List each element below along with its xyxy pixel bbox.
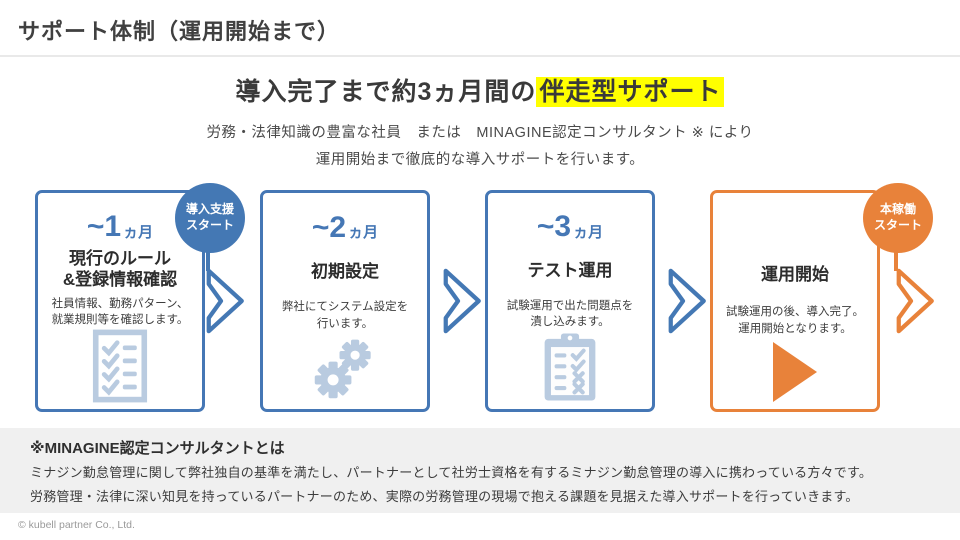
page-title: サポート体制（運用開始まで） [18,19,341,44]
step4-title: 運用開始 [761,265,829,285]
hero-subtitle-line1: 労務・法律知識の豊富な社員 または MINAGINE認定コンサルタント ※ によ… [206,125,754,141]
footnote-heading: ※MINAGINE認定コンサルタントとは [30,440,285,457]
step1-month-unit: ヵ月 [123,223,154,241]
start-badge-production: 本稼働 スタート [863,183,933,253]
step1-month: ~1 ヵ月 [87,207,153,247]
arrow-right-icon [443,268,481,334]
start-badge-support: 導入支援 スタート [175,183,245,253]
step3-month: ~3 ヵ月 [537,207,603,248]
copyright-text: © kubell partner Co., Ltd. [18,519,135,531]
checklist-icon [92,329,148,409]
step1-description: 社員情報、勤務パターン、 就業規則等を確認します。 [51,297,189,327]
step3-month-unit: ヵ月 [573,223,604,241]
step3-title: テスト運用 [527,260,613,280]
hero-heading: 導入完了まで約3ヵ月間の伴走型サポート [0,72,960,108]
gears-icon [312,333,378,409]
step-box-4: 運用開始 試験運用の後、導入完了。 運用開始となります。 [710,190,880,412]
arrow-right-orange-icon [896,268,934,334]
hero-heading-highlight: 伴走型サポート [536,77,725,107]
hero-heading-prefix: 導入完了まで約3ヵ月間の [235,78,537,106]
step-box-2: ~2 ヵ月 初期設定 弊社にてシステム設定を 行います。 [260,190,430,412]
step2-description: 弊社にてシステム設定を 行います。 [281,300,409,330]
step1-title: 現行のルール &登録情報確認 [62,248,178,289]
support-badge-stem [206,250,210,271]
clipboard-icon [541,331,599,409]
footnote-line1: ミナジン勤怠管理に関して弊社独自の基準を満たし、パートナーとして社労士資格を有す… [30,465,873,480]
header-divider [0,55,960,57]
step3-month-number: ~3 [536,210,572,244]
arrow-right-icon [206,268,244,334]
step2-title: 初期設定 [311,261,379,281]
step1-month-number: ~1 [86,210,122,243]
step4-month [794,207,796,251]
footnote-panel [0,428,960,513]
step3-description: 試験運用で出た問題点を 潰し込みます。 [506,299,634,329]
arrow-right-icon [668,268,706,334]
hero-subtitle-line2: 運用開始まで徹底的な導入サポートを行います。 [315,152,645,168]
step2-month-number: ~2 [311,210,347,244]
production-badge-stem [894,250,898,271]
footnote-line2: 労務管理・法律に深い知見を持っているパートナーのため、実際の労務管理の現場で抱え… [30,489,859,504]
step2-month-unit: ヵ月 [348,224,379,242]
step-box-3: ~3 ヵ月 テスト運用 試験運用で出た問題点を 潰し込みます。 [485,190,655,412]
play-icon [771,340,819,409]
step4-description: 試験運用の後、導入完了。 運用開始となります。 [726,306,864,335]
step2-month: ~2 ヵ月 [312,207,378,249]
